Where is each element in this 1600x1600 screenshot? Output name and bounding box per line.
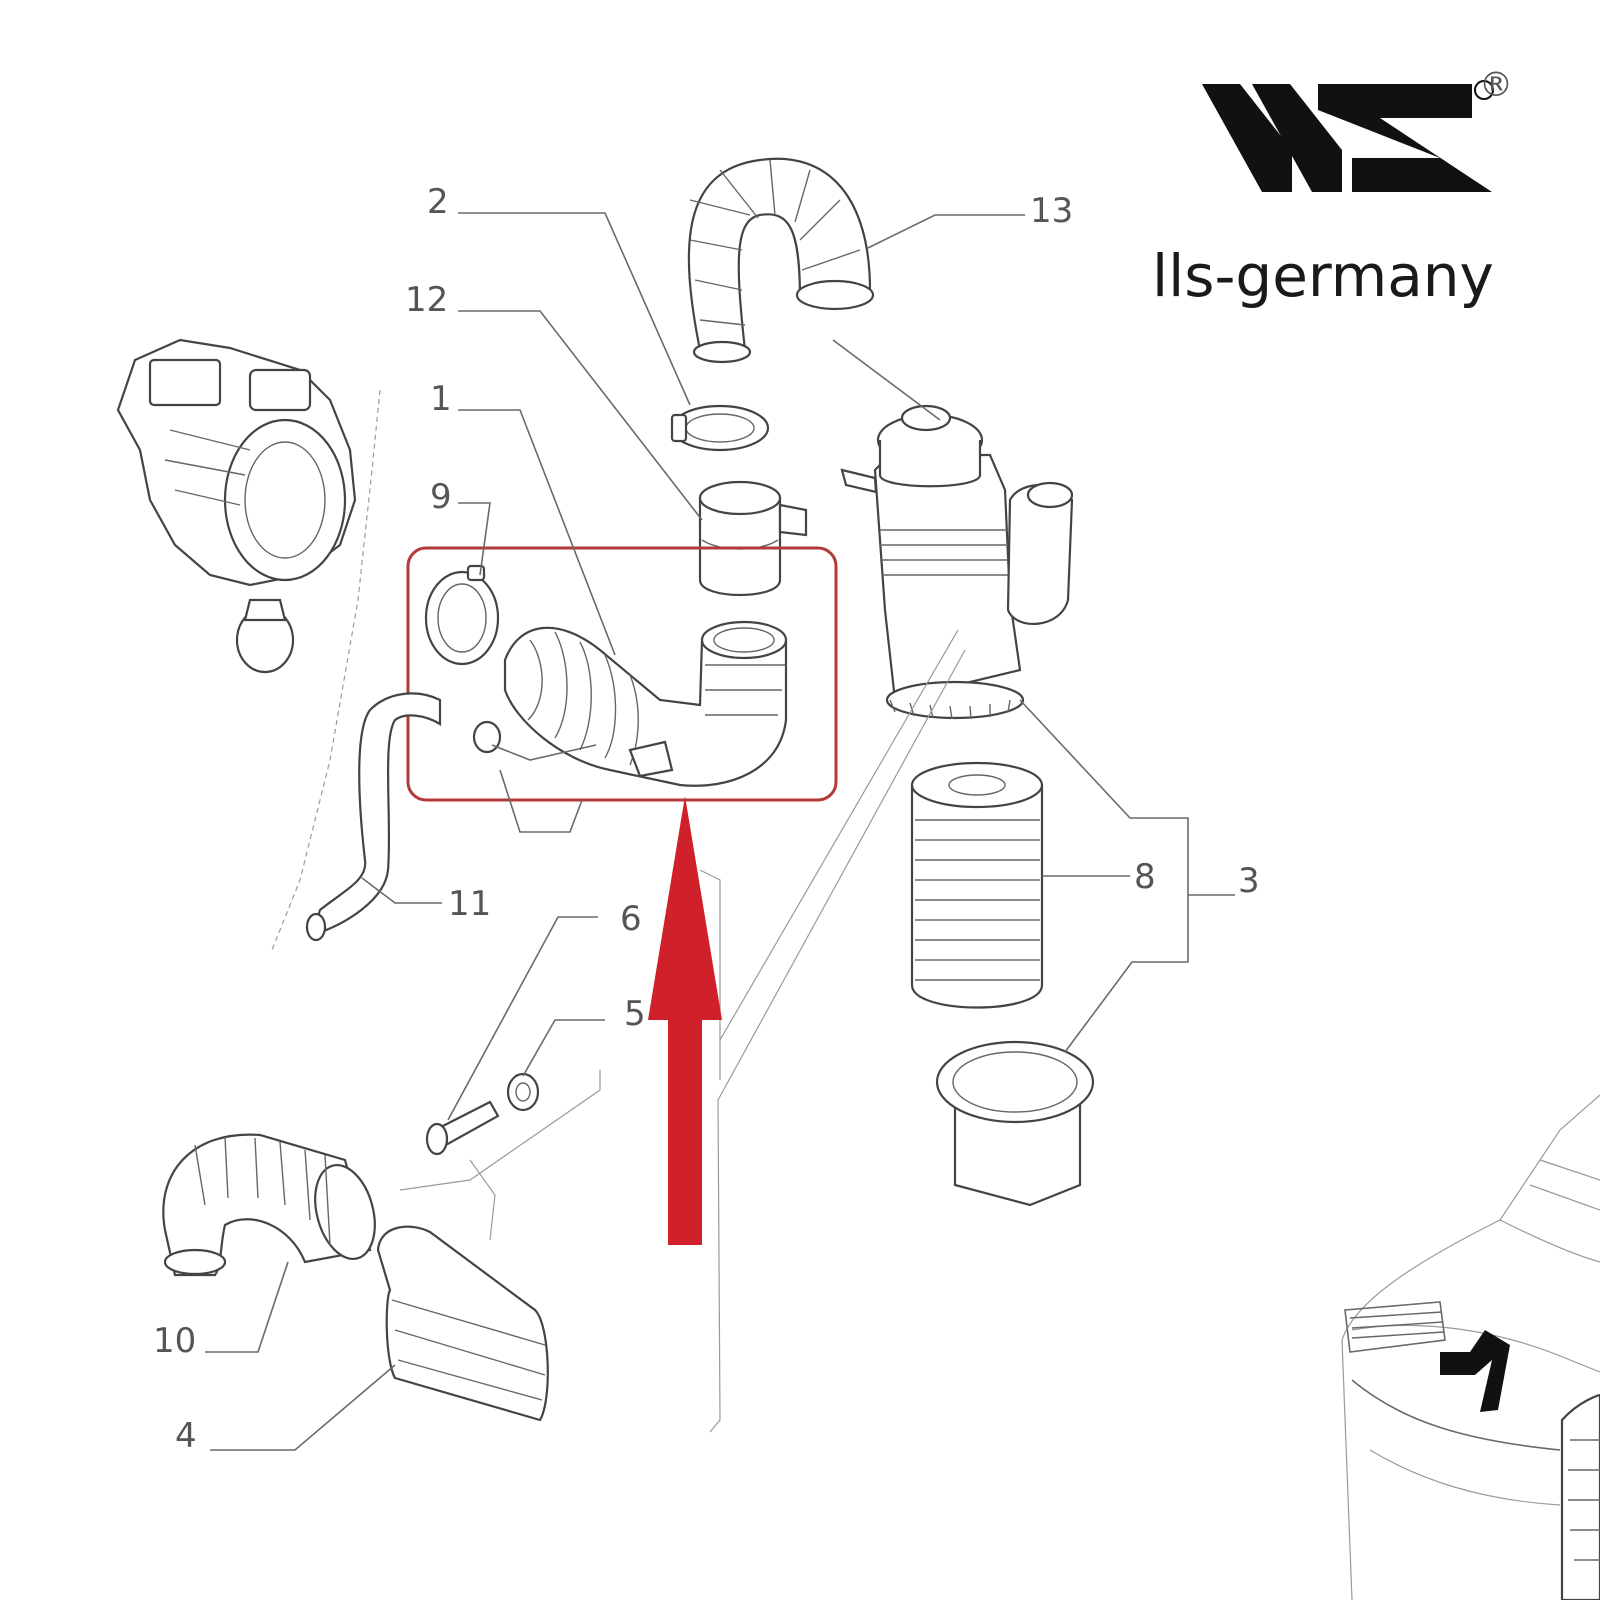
breather-hose-11-part xyxy=(305,692,442,942)
callout-10: 10 xyxy=(153,1321,196,1361)
bolt-6-part xyxy=(425,1100,500,1156)
assembly-line xyxy=(271,389,381,951)
callout-3: 3 xyxy=(1238,861,1260,901)
filter-cover-part xyxy=(935,1040,1095,1207)
highlight-frame xyxy=(406,546,838,802)
sleeve-12-part xyxy=(698,480,808,596)
filter-housing-part xyxy=(840,404,1074,720)
callout-8: 8 xyxy=(1134,857,1156,897)
callout-12: 12 xyxy=(405,280,448,320)
o-ring-part xyxy=(472,720,502,754)
up-arrow-icon xyxy=(648,796,722,1245)
clamp-2-part xyxy=(670,404,770,452)
callout-6: 6 xyxy=(620,899,642,939)
callout-2: 2 xyxy=(427,182,449,222)
filter-element-8-part xyxy=(910,761,1044,1009)
callout-13: 13 xyxy=(1030,191,1073,231)
callout-11: 11 xyxy=(448,884,491,924)
lls-logo-icon xyxy=(1202,80,1494,192)
car-outline-icon xyxy=(1341,1094,1600,1600)
ring-9-part xyxy=(424,564,500,666)
air-scoop-4-part xyxy=(376,1225,549,1422)
intake-duct-10-part xyxy=(162,1133,376,1277)
intake-hose-1-part xyxy=(503,620,788,787)
nut-5-part xyxy=(506,1072,540,1112)
hose-13-part xyxy=(687,157,875,364)
brand-name: lls-germany xyxy=(1152,242,1494,310)
registered-mark: ® xyxy=(1479,65,1513,105)
callout-4: 4 xyxy=(175,1416,197,1456)
callout-1: 1 xyxy=(430,379,452,419)
callout-9: 9 xyxy=(430,477,452,517)
callout-5: 5 xyxy=(624,994,646,1034)
throttle-body-part xyxy=(116,338,357,674)
leader-lines xyxy=(205,212,1235,1451)
